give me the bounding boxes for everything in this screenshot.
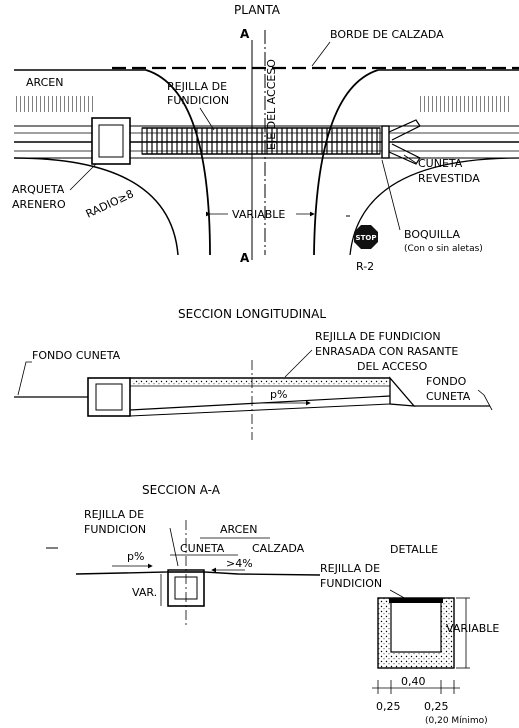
detail-dim-inner: 0,40 (401, 675, 426, 688)
shoulder-hatch-right (420, 96, 512, 112)
sand-trap-inner (98, 124, 124, 158)
long-grate-label-2: ENRASADA CON RASANTE (315, 345, 458, 358)
section-aa-ditch-label: CUNETA (180, 542, 225, 555)
sand-trap-outer (91, 117, 131, 165)
mouth-wing-top (388, 119, 421, 141)
section-aa-grate-label-1: REJILLA DE (84, 508, 144, 521)
road-edge-leader (311, 41, 331, 67)
road-edge-label: BORDE DE CALZADA (330, 28, 444, 41)
section-aa-grate-leader (169, 527, 179, 567)
plan-grate (141, 127, 381, 155)
access-curve-right-outer (313, 69, 379, 256)
section-aa-var-label: VAR. (132, 586, 157, 599)
stop-sign-text: STOP (356, 234, 377, 242)
access-axis-label: EJE DEL ACCESO (265, 59, 278, 150)
sand-trap-label-2: ARENERO (12, 198, 66, 211)
mouth-note: (Con o sin aletas) (404, 244, 483, 254)
mouth-label: BOQUILLA (404, 228, 460, 241)
section-aa-cross-slope: >4% (226, 557, 253, 570)
radius-label: RADIO≥8 (84, 187, 136, 220)
sand-trap-label-1: ARQUETA (12, 183, 65, 196)
long-grate-leader (284, 349, 313, 378)
detail-grate-label-2: FUNDICION (320, 577, 382, 590)
ditch-bottom-right-label-1: FONDO (426, 375, 467, 388)
mouth-leader (381, 159, 401, 231)
section-aa-slope-label: p% (127, 550, 144, 563)
mouth-wall (381, 125, 390, 159)
detail-view: DETALLE REJILLA DE FUNDICION VARIABLE 0,… (320, 543, 499, 726)
access-curve-left-outer (145, 69, 211, 256)
plan-grate-label-2: FUNDICION (167, 94, 229, 107)
detail-dim-note: (0,20 Mínimo) (425, 716, 488, 726)
long-slope-label: p% (270, 388, 287, 401)
long-ground-right-tail (477, 389, 493, 411)
access-curve-left-inner (13, 157, 179, 256)
detail-title: DETALLE (390, 543, 438, 556)
section-aa: SECCION A-A REJILLA DE FUNDICION ARCEN C… (46, 483, 321, 625)
plan-grate-leader (199, 107, 215, 131)
detail-variable-label: VARIABLE (446, 622, 499, 635)
plan-grate-label-1: REJILLA DE (167, 80, 227, 93)
ditch-bottom-left-leader (17, 361, 32, 396)
stop-sign-code: R-2 (356, 260, 374, 273)
stop-sign-icon (354, 225, 378, 249)
lined-ditch-label-2: REVESTIDA (418, 172, 480, 185)
lined-ditch-label-1: CUNETA (418, 157, 463, 170)
mouth-wing-bottom (388, 143, 421, 165)
section-aa-grate-label-2: FUNDICION (84, 523, 146, 536)
longitudinal-title: SECCION LONGITUDINAL (178, 307, 326, 321)
section-aa-title: SECCION A-A (142, 483, 221, 497)
shoulder-hatch-left (14, 96, 94, 112)
section-aa-carriageway-label: CALZADA (252, 542, 305, 555)
long-grate-strip (132, 379, 388, 385)
long-end-wall (389, 376, 416, 407)
detail-grate (389, 598, 443, 603)
long-grate-label-1: REJILLA DE FUNDICION (315, 330, 441, 343)
section-aa-shoulder-label: ARCEN (220, 523, 257, 536)
shoulder-label: ARCEN (26, 76, 63, 89)
lined-ditch-leader (403, 154, 417, 164)
ditch-bottom-right-label-2: CUNETA (426, 390, 471, 403)
long-sand-trap-inner (95, 383, 123, 411)
plan-title: PLANTA (234, 3, 281, 17)
detail-dim-right: 0,25 (424, 700, 449, 713)
variable-label: VARIABLE (232, 208, 285, 221)
ditch-bottom-left-label: FONDO CUNETA (32, 349, 121, 362)
sand-trap-leader (69, 163, 97, 191)
detail-dim-left: 0,25 (376, 700, 401, 713)
long-channel-base (129, 403, 391, 417)
section-marker-bottom: A (240, 251, 250, 265)
long-grate-label-3: DEL ACCESO (357, 360, 428, 373)
section-marker-top: A (240, 27, 250, 41)
longitudinal-section: SECCION LONGITUDINAL REJILLA DE FUNDICIO… (14, 307, 493, 440)
plan-view: PLANTA A A EJE DEL ACCESO BORDE DE CALZA… (12, 3, 519, 273)
detail-box-inner (390, 601, 442, 653)
detail-grate-label-1: REJILLA DE (320, 562, 380, 575)
